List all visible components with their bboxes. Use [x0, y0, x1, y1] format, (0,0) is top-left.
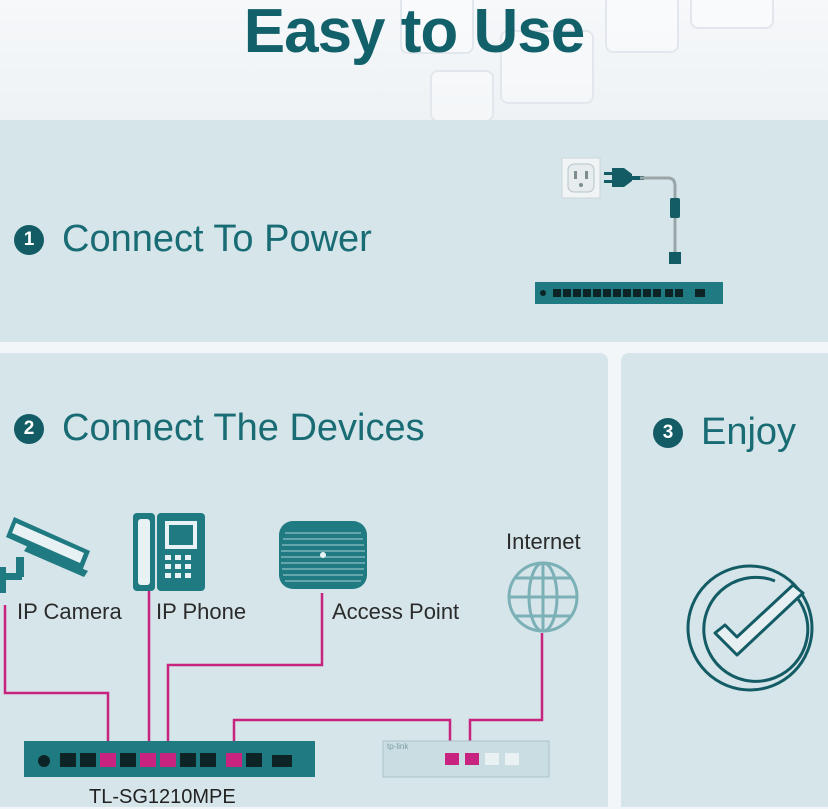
router-brand: tp-link [387, 742, 409, 751]
check-circle-icon [686, 564, 814, 692]
globe-icon [507, 561, 579, 633]
switch-model-label: TL-SG1210MPE [89, 786, 236, 808]
access-point-label: Access Point [332, 599, 460, 624]
power-cable [640, 176, 681, 264]
step-enjoy-panel: 3 Enjoy [621, 353, 828, 807]
step-1: 1 Connect To Power [14, 218, 372, 261]
ip-camera-icon [0, 517, 90, 593]
network-cables [3, 591, 544, 745]
ip-phone-icon [133, 513, 205, 591]
step-label: Connect To Power [62, 218, 372, 260]
step-number: 1 [14, 224, 44, 255]
switch-device-top [535, 282, 723, 304]
step-connect-devices-panel: 2 Connect The Devices IP Camera [0, 353, 608, 808]
header: Easy to Use [0, 0, 828, 120]
step-label: Enjoy [701, 411, 797, 453]
step-2: 2 Connect The Devices [14, 407, 425, 450]
internet-label: Internet [506, 529, 581, 554]
step-3: 3 Enjoy [653, 411, 796, 454]
ip-phone-label: IP Phone [156, 599, 247, 624]
switch-device [24, 741, 315, 777]
router-device [382, 740, 550, 778]
power-outlet-icon [561, 157, 601, 199]
step-number: 3 [653, 417, 683, 448]
power-plug-icon [604, 168, 644, 187]
ip-camera-label: IP Camera [17, 599, 122, 624]
page-title: Easy to Use [243, 0, 586, 66]
access-point-icon [279, 521, 367, 589]
step-label: Connect The Devices [62, 407, 425, 449]
step-number: 2 [14, 413, 44, 444]
step-connect-power-panel: 1 Connect To Power [0, 120, 828, 342]
